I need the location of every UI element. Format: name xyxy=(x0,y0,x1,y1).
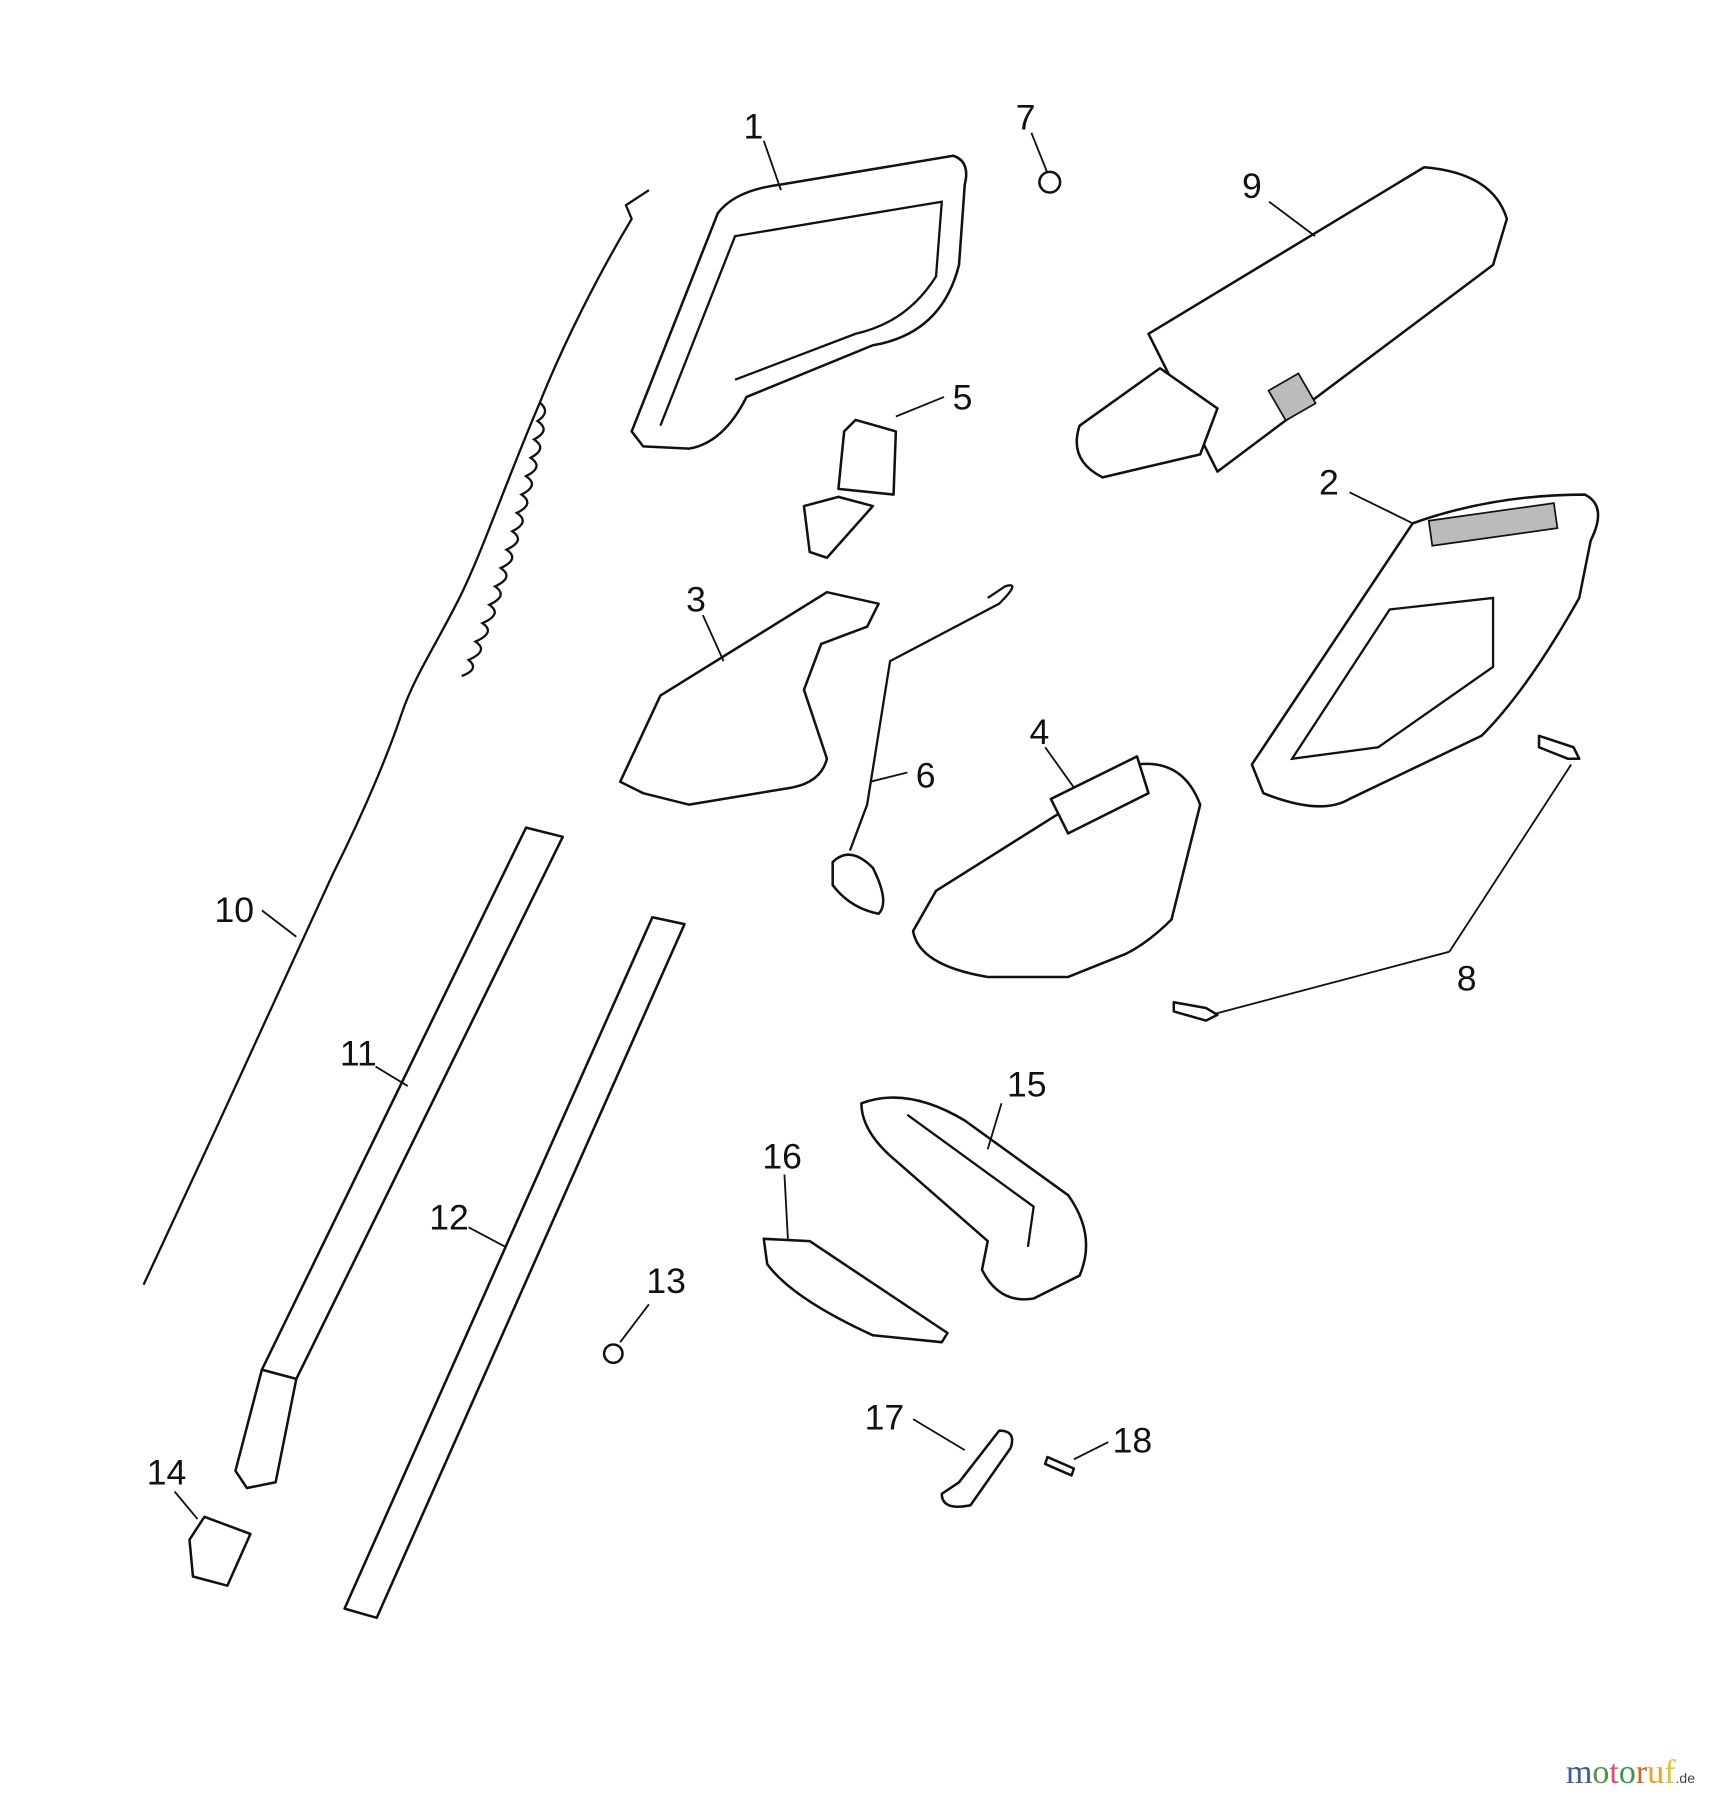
watermark-letter: o xyxy=(1618,1754,1636,1791)
part-2-grip-texture xyxy=(1427,502,1559,547)
part-15-handle xyxy=(860,1096,1088,1301)
part-16-trim xyxy=(762,1237,949,1344)
label-9: 9 xyxy=(1242,166,1262,206)
label-17: 17 xyxy=(865,1397,905,1437)
label-8: 8 xyxy=(1457,959,1477,999)
label-5: 5 xyxy=(953,378,973,418)
part-2-opening xyxy=(1289,596,1495,761)
part-1-inner-edge xyxy=(659,200,944,427)
part-9-contacts xyxy=(1267,372,1317,422)
part-15-inner-edge xyxy=(906,1113,1035,1248)
watermark-letter: t xyxy=(1609,1754,1619,1791)
part-3-bracket xyxy=(618,590,880,806)
part-13-nut xyxy=(602,1343,624,1365)
part-6-wire xyxy=(848,584,1014,852)
part-8-screw xyxy=(1172,1000,1219,1022)
part-10-coil xyxy=(461,401,547,678)
watermark-letter: u xyxy=(1647,1754,1665,1791)
part-2-housing xyxy=(1250,493,1600,808)
label-12: 12 xyxy=(429,1198,469,1238)
part-17-clip xyxy=(940,1429,1014,1508)
label-2: 2 xyxy=(1319,463,1339,503)
part-10-cable xyxy=(142,189,650,1286)
label-16: 16 xyxy=(762,1137,802,1177)
label-14: 14 xyxy=(147,1453,187,1493)
watermark-letter: o xyxy=(1592,1754,1610,1791)
part-11-connector xyxy=(234,1368,298,1490)
watermark-letter: r xyxy=(1635,1754,1648,1791)
label-15: 15 xyxy=(1007,1064,1047,1104)
label-10: 10 xyxy=(215,890,255,930)
label-1: 1 xyxy=(744,107,764,147)
part-1-housing xyxy=(630,154,968,450)
part-4-cover xyxy=(911,762,1202,979)
part-12-tube xyxy=(343,915,686,1620)
label-13: 13 xyxy=(646,1261,686,1301)
label-11: 11 xyxy=(340,1033,377,1073)
watermark-text: motoruf xyxy=(1566,1754,1676,1791)
label-7: 7 xyxy=(1016,97,1036,137)
part-6-plate xyxy=(831,853,885,916)
part-9-battery xyxy=(1147,165,1509,473)
part-9-battery-plug xyxy=(1075,366,1219,479)
label-4: 4 xyxy=(1030,712,1050,752)
part-5-switch xyxy=(802,418,898,560)
part-18-pin xyxy=(1043,1455,1076,1477)
part-4-latch xyxy=(1049,755,1150,835)
part-14-cap xyxy=(188,1515,252,1587)
watermark-logo: motoruf.de xyxy=(1566,1754,1695,1792)
leader-lines xyxy=(173,132,1572,1520)
watermark-letter: f xyxy=(1664,1754,1676,1791)
label-6: 6 xyxy=(916,755,936,795)
part-7-nut xyxy=(1038,170,1062,194)
label-3: 3 xyxy=(686,580,706,620)
watermark-letter: m xyxy=(1565,1754,1593,1791)
part-8-screw xyxy=(1537,734,1581,760)
watermark-suffix: .de xyxy=(1675,1770,1695,1786)
label-18: 18 xyxy=(1113,1420,1153,1460)
